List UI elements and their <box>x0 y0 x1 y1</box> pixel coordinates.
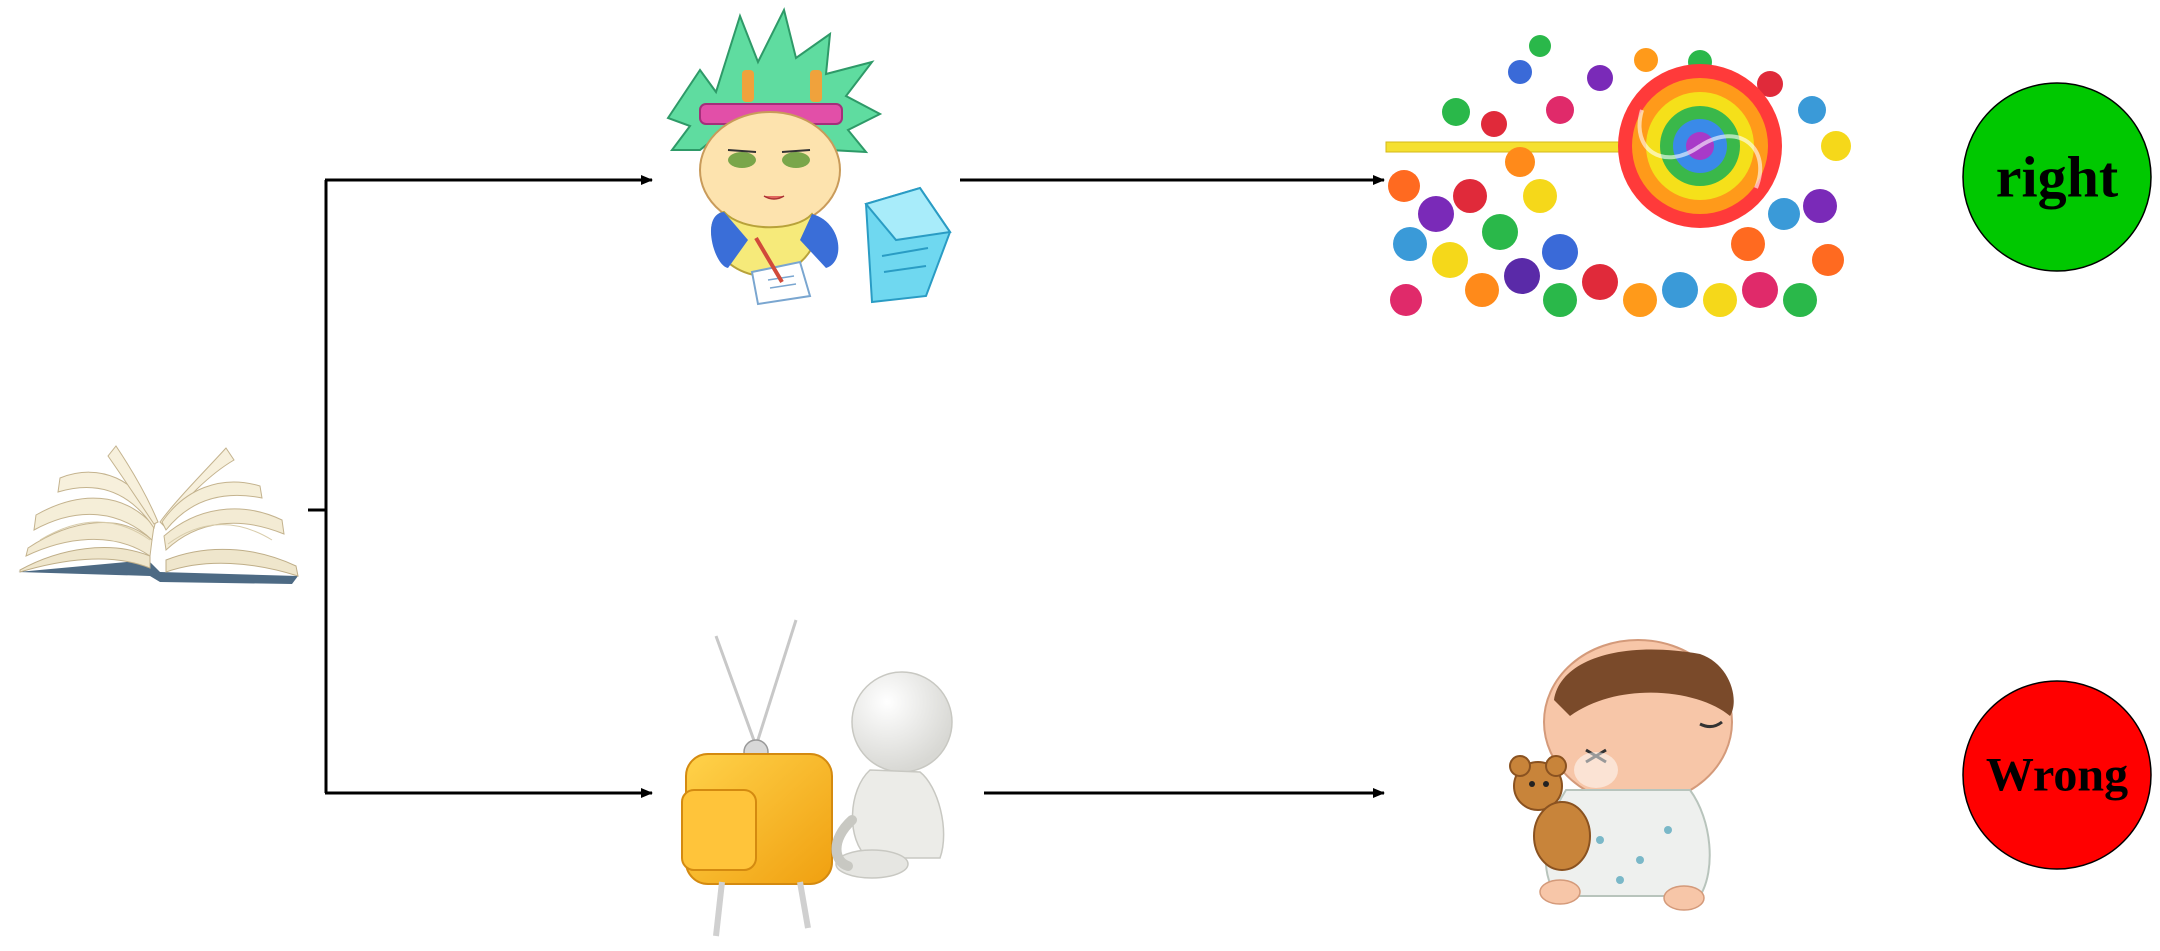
student-studying-icon <box>666 7 952 306</box>
open-book-icon <box>18 445 299 584</box>
right-badge-label: right <box>1996 145 2119 210</box>
candy-lollipop-icon <box>1385 35 1851 322</box>
wrong-badge-label: Wrong <box>1986 749 2128 802</box>
watching-tv-icon <box>681 619 953 937</box>
wrong-badge: Wrong <box>1962 680 2152 870</box>
crying-baby-icon <box>1509 639 1734 911</box>
branch-connector <box>308 175 653 798</box>
right-badge: right <box>1962 82 2152 272</box>
